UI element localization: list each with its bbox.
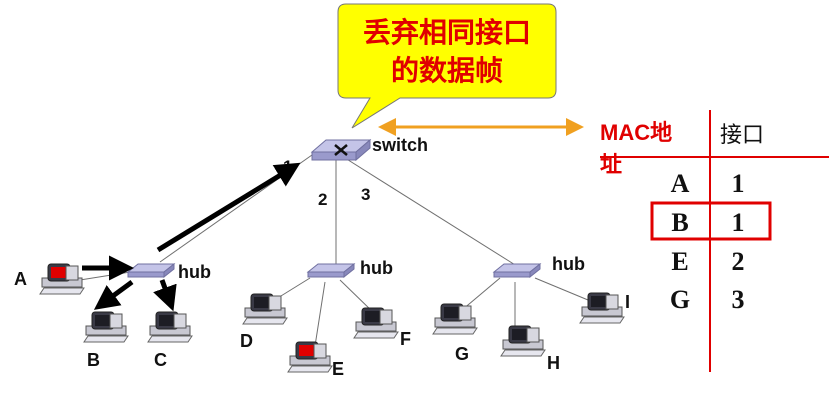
table-cell-mac: G	[670, 285, 690, 314]
table-header-mac-1: MAC地	[600, 120, 672, 145]
host-c-icon	[147, 311, 193, 343]
switch-label: switch	[372, 135, 428, 155]
frame-flow-arrows	[82, 162, 301, 312]
table-cell-mac: A	[671, 169, 690, 198]
arrow-hub-to-c	[153, 279, 177, 312]
hub-3	[493, 263, 541, 278]
table-header-port: 接口	[720, 123, 764, 148]
highlighted-row-box	[650, 201, 772, 241]
host-b-icon	[83, 311, 129, 343]
switch-table	[600, 110, 829, 372]
host-label-b: B	[87, 350, 100, 370]
host-label-d: D	[240, 331, 253, 351]
host-a-icon	[39, 263, 85, 295]
host-h-icon	[500, 325, 546, 357]
table-cell-port: 2	[732, 247, 745, 276]
hub-label-3: hub	[552, 254, 585, 274]
host-label-c: C	[154, 350, 167, 370]
host-g-icon	[432, 303, 478, 335]
link-switch-hub3	[344, 157, 521, 269]
host-label-i: I	[625, 292, 630, 312]
table-cell-port: 3	[732, 285, 745, 314]
switch-device	[310, 138, 372, 162]
port-label-2: 2	[318, 190, 327, 209]
host-label-g: G	[455, 344, 469, 364]
hub-2	[307, 263, 355, 278]
port-label-3: 3	[361, 185, 370, 204]
link-hub1-a	[79, 271, 131, 281]
host-label-h: H	[547, 353, 560, 373]
link-hub3-i	[534, 277, 589, 301]
arrow-hub-to-b	[93, 279, 134, 310]
link-hub3-g	[461, 277, 501, 311]
host-e-icon	[287, 341, 333, 373]
table-cell-mac: E	[671, 247, 688, 276]
arrow-hub-to-switch	[156, 162, 301, 253]
table-header-mac-2: 址	[600, 152, 622, 177]
host-label-a: A	[14, 269, 27, 289]
table-cell-port: 1	[732, 169, 745, 198]
link-hub2-e	[314, 281, 326, 347]
host-d-icon	[242, 293, 288, 325]
table-cell-mac: B	[671, 208, 688, 237]
host-label-e: E	[332, 359, 344, 379]
callout-line-1: 丢弃相同接口	[363, 16, 531, 49]
hub-label-1: hub	[178, 262, 211, 282]
hub-label-2: hub	[360, 258, 393, 278]
callout-line-2: 的数据帧	[391, 54, 503, 87]
host-f-icon	[353, 307, 399, 339]
hub-1	[127, 263, 175, 278]
table-cell-port: 1	[732, 208, 745, 237]
host-label-f: F	[400, 329, 411, 349]
callout-bubble	[337, 3, 557, 129]
host-i-icon	[579, 292, 625, 324]
